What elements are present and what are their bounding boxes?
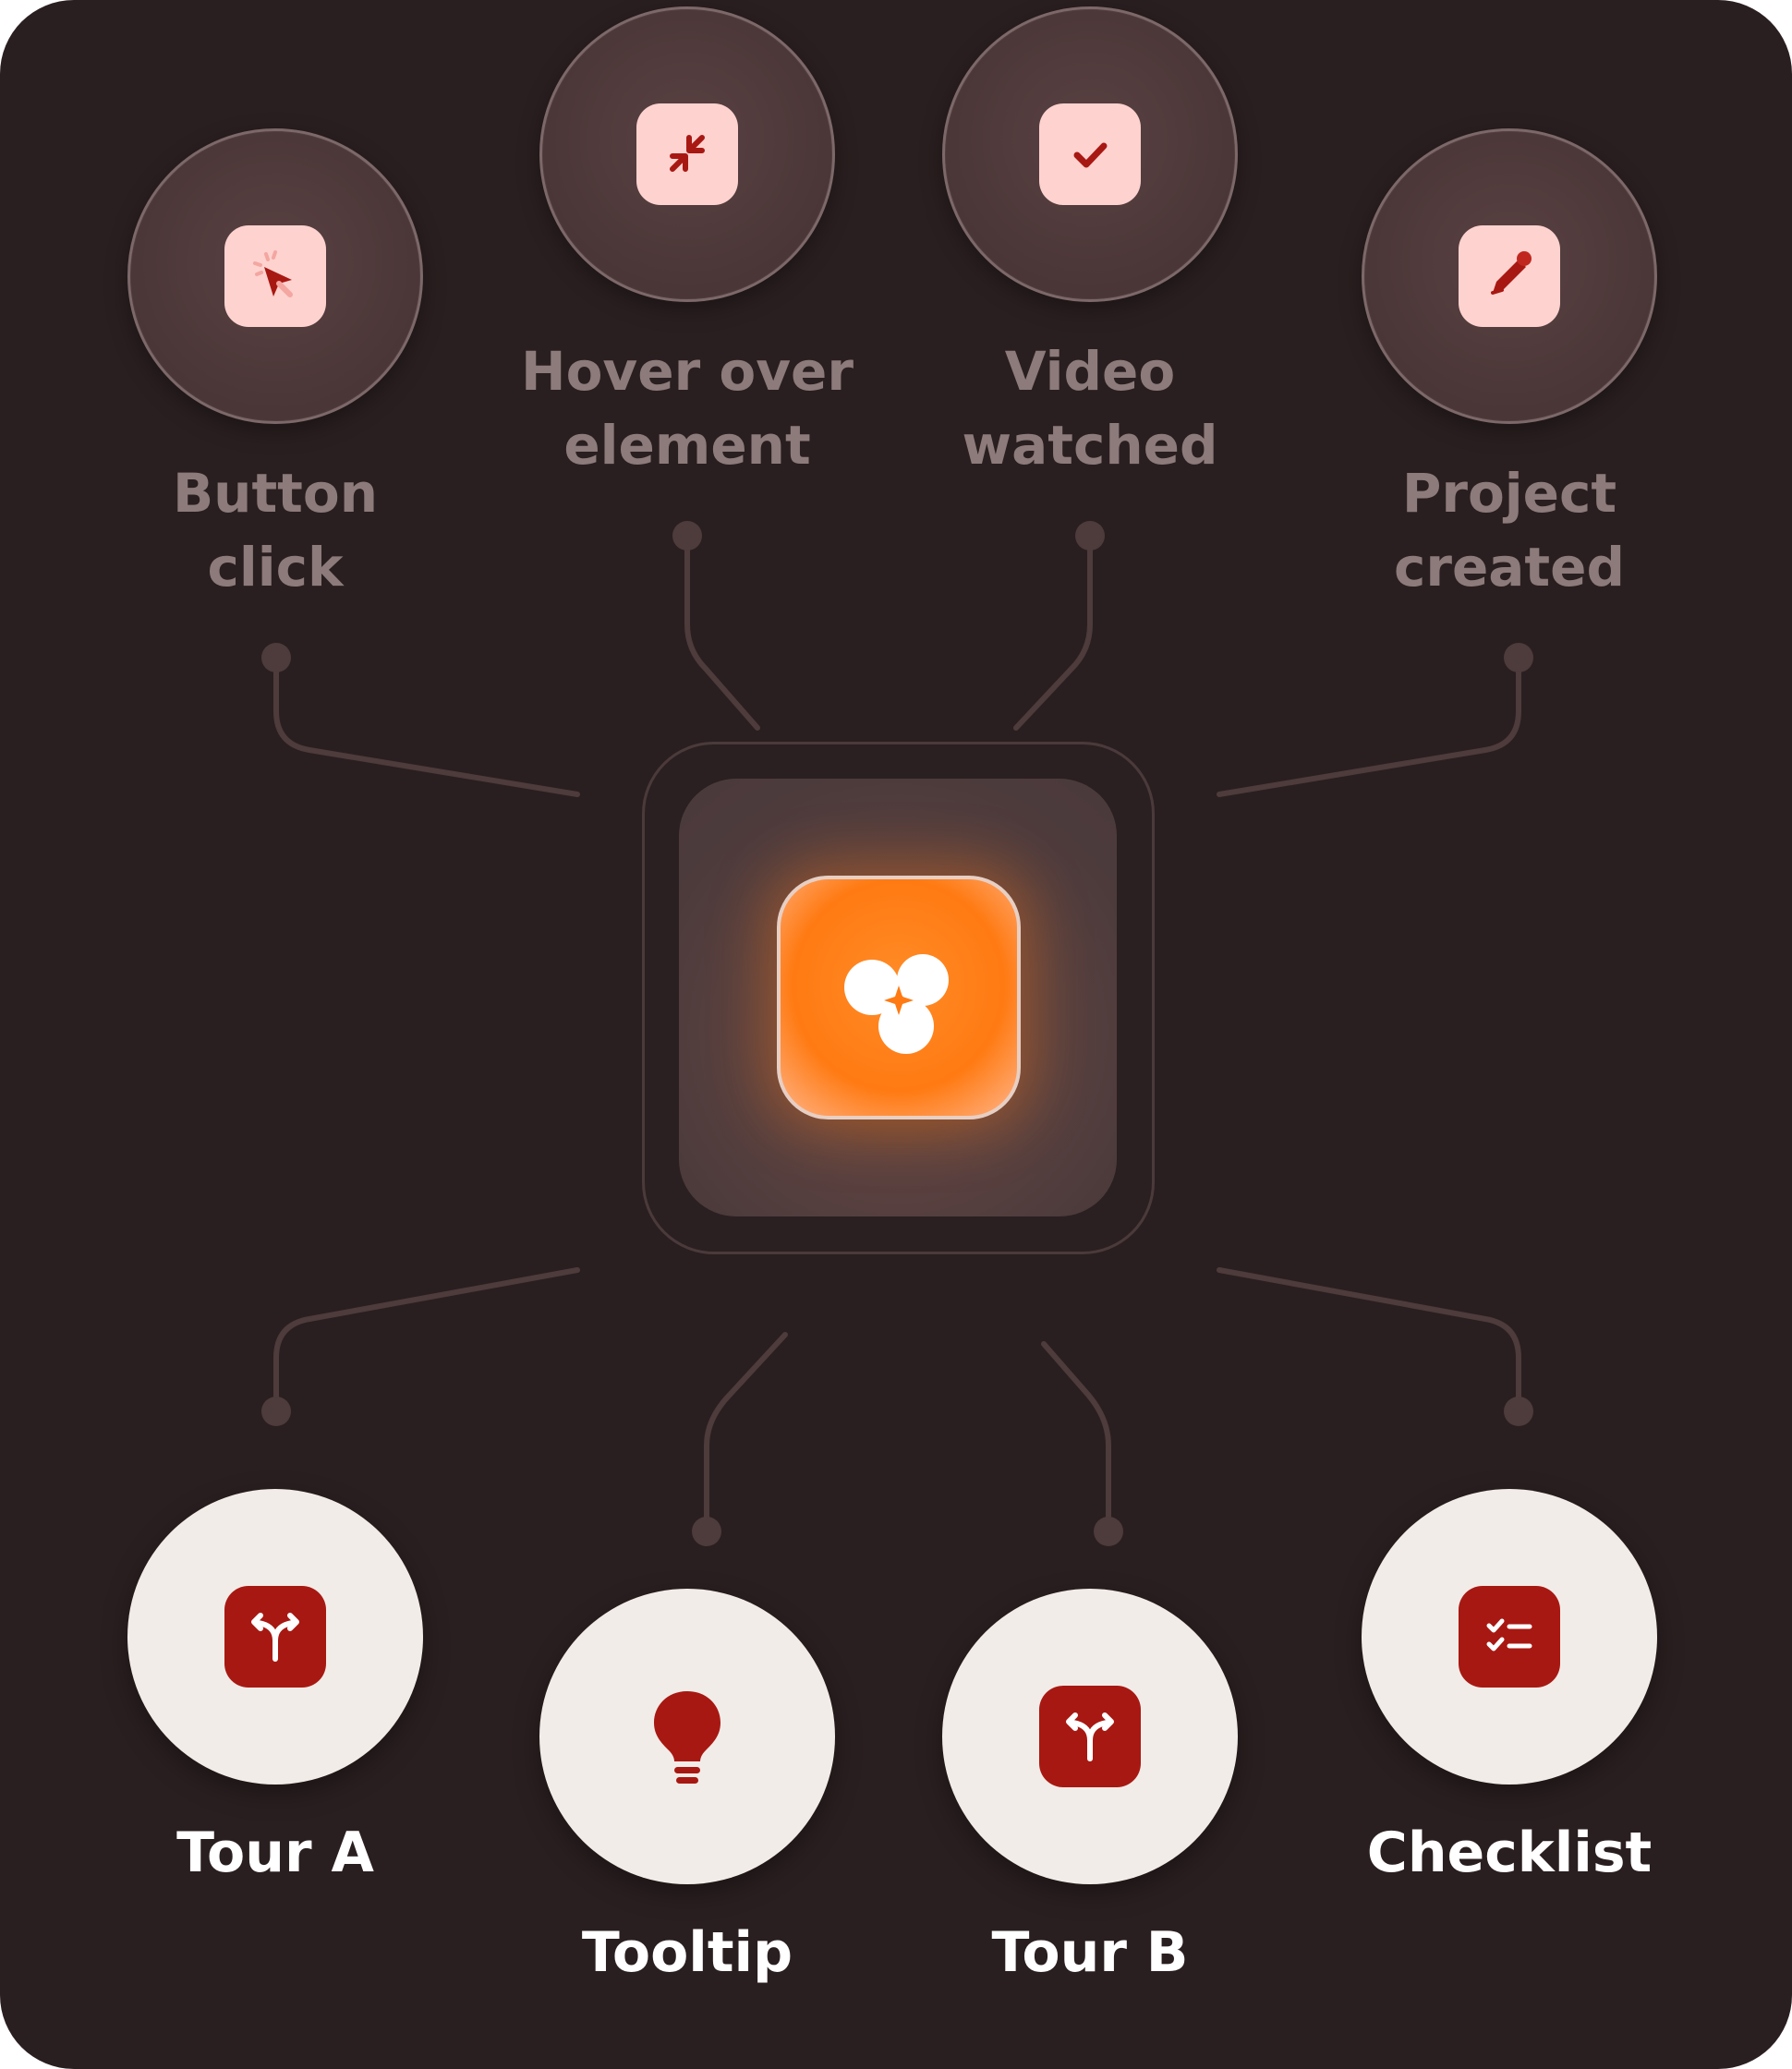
- lightbulb-icon: [636, 1686, 738, 1787]
- connector-dot-tour-b: [1094, 1517, 1123, 1546]
- trigger-node-button-click[interactable]: [127, 128, 423, 424]
- trigger-node-hover-over-element[interactable]: [539, 6, 835, 302]
- outcome-label-checklist: Checklist: [1366, 1821, 1653, 1885]
- connector-dot-tour-a: [261, 1397, 291, 1426]
- connector-video-watched: [1013, 533, 1093, 731]
- shrink-arrows-icon: [636, 103, 738, 205]
- outcome-node-tooltip[interactable]: [539, 1589, 835, 1884]
- connector-tour-b: [1041, 1341, 1111, 1534]
- hub-button[interactable]: [777, 876, 1021, 1119]
- connector-dot-video-watched: [1075, 521, 1105, 551]
- connector-dot-button-click: [261, 643, 291, 672]
- connector-checklist: [1217, 1267, 1521, 1414]
- connector-tooltip: [704, 1332, 788, 1534]
- split-arrow-icon: [224, 1586, 326, 1688]
- connector-dot-tooltip: [692, 1517, 721, 1546]
- outcome-label-tour-b: Tour B: [991, 1920, 1189, 1985]
- three-circles-sparkle-icon: [844, 954, 949, 1054]
- split-arrow-icon: [1039, 1686, 1141, 1787]
- outcome-node-tour-b[interactable]: [942, 1589, 1238, 1884]
- outcome-label-tour-a: Tour A: [176, 1821, 374, 1885]
- trigger-node-video-watched[interactable]: [942, 6, 1238, 302]
- trigger-label-button-click: Button click: [172, 462, 379, 599]
- trigger-label-video-watched: Video watched: [962, 340, 1218, 477]
- connector-dot-hover-over-element: [672, 521, 702, 551]
- trigger-label-project-created: Project created: [1393, 462, 1626, 599]
- connector-dot-project-created: [1504, 643, 1533, 672]
- outcome-label-tooltip: Tooltip: [581, 1920, 793, 1985]
- connector-tour-a: [273, 1267, 580, 1414]
- checklist-icon: [1459, 1586, 1560, 1688]
- checkmark-icon: [1039, 103, 1141, 205]
- outcome-node-tour-a[interactable]: [127, 1489, 423, 1785]
- trigger-node-project-created[interactable]: [1362, 128, 1657, 424]
- trigger-label-hover-over-element: Hover over element: [521, 340, 854, 477]
- connector-button-click: [273, 655, 580, 797]
- pencil-edit-icon: [1459, 225, 1560, 327]
- connector-dot-checklist: [1504, 1397, 1533, 1426]
- connector-hover-over-element: [684, 533, 760, 731]
- connector-project-created: [1217, 655, 1521, 797]
- outcome-node-checklist[interactable]: [1362, 1489, 1657, 1785]
- cursor-click-icon: [224, 225, 326, 327]
